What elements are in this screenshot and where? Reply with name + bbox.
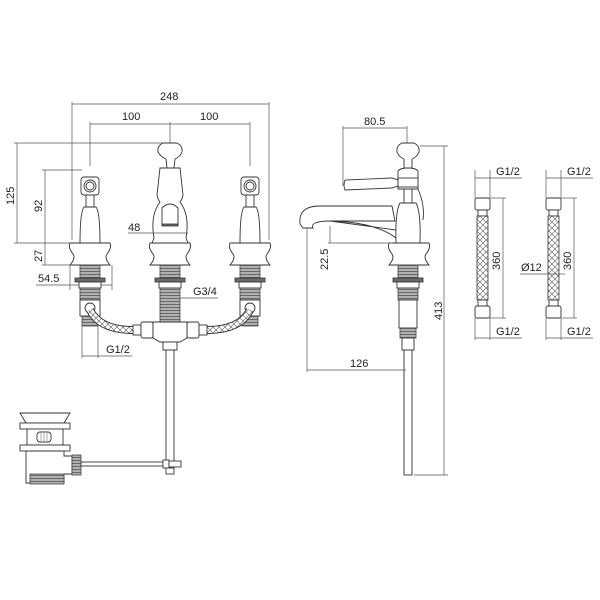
- dim-label-248: 248: [160, 91, 178, 103]
- dim-label-125: 125: [5, 187, 17, 205]
- hose-right: G1/2 G1/2 360 Ø12: [520, 166, 593, 340]
- connecting-hoses: [86, 307, 254, 463]
- dim-label-126: 126: [350, 358, 368, 370]
- right-tap: [228, 176, 272, 327]
- dim-label-hose-left-length: 360: [491, 252, 503, 270]
- dimension-22-5: 22.5: [319, 226, 392, 270]
- dim-label-g3-4: G3/4: [193, 286, 217, 298]
- side-view: 80.5 22.5 126: [299, 116, 448, 476]
- dim-label-g1-2-front: G1/2: [106, 344, 130, 356]
- dim-label-100-right: 100: [200, 111, 218, 123]
- dimension-413: 413: [414, 145, 448, 476]
- dim-label-hose-right-length: 360: [562, 252, 574, 270]
- dim-label-hose-right-top: G1/2: [567, 166, 591, 178]
- dimension-92: 92: [33, 169, 82, 243]
- flexible-hoses: G1/2 G1/2 360 G1/2: [474, 166, 593, 340]
- dimension-80-5: 80.5: [342, 116, 408, 186]
- dim-label-100-left: 100: [122, 111, 140, 123]
- dimension-126: 126: [306, 228, 406, 372]
- dim-label-92: 92: [33, 200, 45, 212]
- dimension-27: 27: [33, 243, 70, 266]
- dim-label-27: 27: [33, 250, 45, 262]
- dimension-125: 125: [5, 142, 166, 244]
- dim-label-22-5: 22.5: [319, 249, 331, 270]
- front-view: 248 100 100 125 92 27: [5, 91, 272, 485]
- dim-label-80-5: 80.5: [364, 116, 385, 128]
- pop-up-waste: [19, 412, 182, 485]
- dim-label-hose-left-top: G1/2: [496, 166, 520, 178]
- dim-label-48: 48: [128, 222, 140, 234]
- dimension-spacing: 100 100: [89, 111, 251, 166]
- dimension-g1-2-front: G1/2: [81, 326, 132, 358]
- dim-label-hose-left-bottom: G1/2: [496, 326, 520, 338]
- dim-label-54-5: 54.5: [38, 273, 59, 285]
- centre-spout: 48 G3/4: [128, 142, 218, 323]
- dim-label-hose-diameter: Ø12: [521, 262, 542, 274]
- dimension-overall-width: 248: [71, 91, 270, 240]
- dim-label-413: 413: [433, 302, 445, 320]
- dim-label-hose-right-bottom: G1/2: [567, 326, 591, 338]
- left-tap: [68, 176, 112, 327]
- hose-left: G1/2 G1/2 360: [474, 166, 522, 340]
